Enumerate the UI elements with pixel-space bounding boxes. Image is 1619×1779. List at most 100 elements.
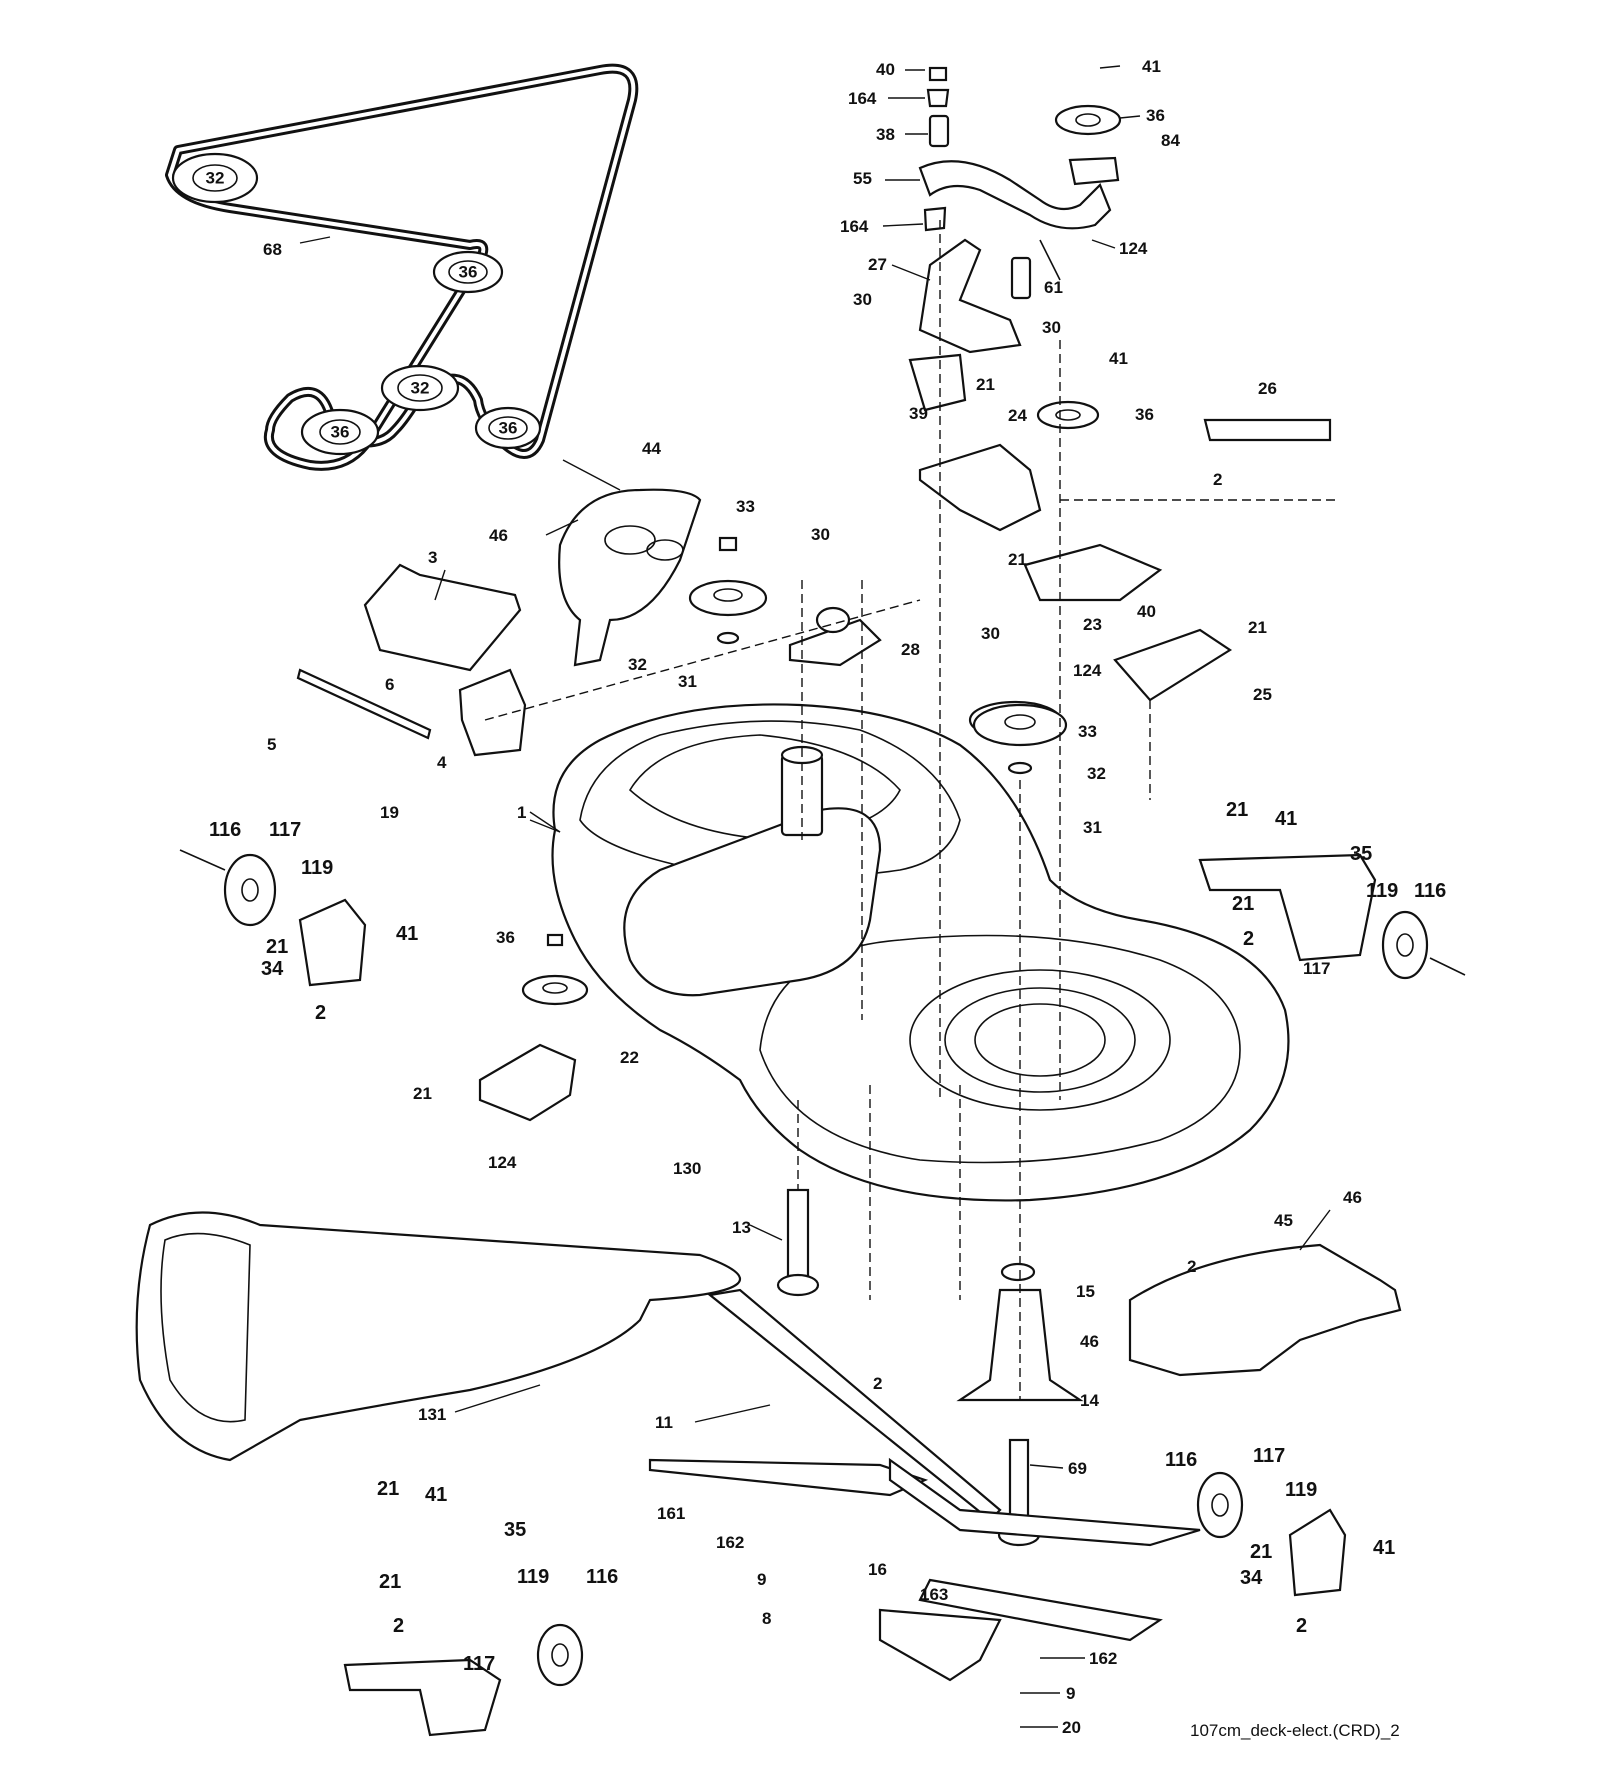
callout: 119 bbox=[1366, 880, 1398, 902]
left-pulley bbox=[688, 536, 768, 645]
callout: 31 bbox=[1083, 818, 1102, 837]
callout: 14 bbox=[1080, 1391, 1099, 1410]
gauge-wheel-left-lower bbox=[343, 1623, 584, 1737]
bracket-4 bbox=[458, 668, 527, 757]
callout: 117 bbox=[269, 819, 301, 841]
pulley-cover bbox=[558, 488, 702, 667]
callout: 40 bbox=[876, 60, 895, 79]
callout: 35 bbox=[504, 1519, 526, 1541]
callout: 30 bbox=[853, 290, 872, 309]
callout: 2 bbox=[1187, 1257, 1196, 1276]
callout: 16 bbox=[868, 1560, 887, 1579]
callout: 2 bbox=[1243, 928, 1254, 950]
callout: 41 bbox=[1275, 808, 1297, 830]
drive-belt: 32 36 36 32 36 68 bbox=[165, 63, 639, 471]
callout: 34 bbox=[261, 958, 284, 980]
callout: 161 bbox=[657, 1504, 685, 1523]
callout: 41 bbox=[425, 1484, 447, 1506]
gauge-wheel-right-lower bbox=[1196, 1471, 1347, 1597]
leader-lines bbox=[434, 65, 1331, 1728]
callout: 36 bbox=[1135, 405, 1154, 424]
belt-callout: 68 bbox=[263, 240, 282, 259]
blade-11 bbox=[648, 1288, 1002, 1522]
callout: 46 bbox=[1080, 1332, 1099, 1351]
callout: 117 bbox=[1253, 1445, 1285, 1467]
callout: 8 bbox=[762, 1609, 771, 1628]
callout: 40 bbox=[1137, 602, 1156, 621]
mower-deck bbox=[529, 703, 1290, 1202]
gauge-wheel-left-upper bbox=[179, 849, 367, 987]
spindle-13 bbox=[776, 1188, 820, 1297]
pulley-label: 32 bbox=[411, 379, 430, 398]
blade-guard bbox=[1128, 1243, 1402, 1377]
bracket-28 bbox=[788, 606, 882, 667]
pulley-label: 36 bbox=[331, 423, 350, 442]
callout: 21 bbox=[1008, 550, 1027, 569]
callout: 41 bbox=[1142, 57, 1161, 76]
callout: 2 bbox=[873, 1374, 882, 1393]
callout: 39 bbox=[909, 404, 928, 423]
callout: 41 bbox=[1373, 1537, 1395, 1559]
callout: 2 bbox=[315, 1002, 326, 1024]
callout: 32 bbox=[628, 655, 647, 674]
bracket-22 bbox=[478, 1043, 577, 1122]
callout: 30 bbox=[1042, 318, 1061, 337]
belt-pulley-36-left: 36 bbox=[300, 408, 380, 456]
callout: 1 bbox=[517, 803, 526, 822]
discharge-chute bbox=[135, 1211, 741, 1462]
left-idler bbox=[521, 933, 589, 1006]
pulley-label: 36 bbox=[459, 263, 478, 282]
belt-pulley-36-mid: 36 bbox=[432, 250, 504, 294]
callout: 69 bbox=[1068, 1459, 1087, 1478]
callout: 131 bbox=[418, 1405, 446, 1424]
callout: 21 bbox=[1250, 1541, 1272, 1563]
callout: 119 bbox=[517, 1566, 549, 1588]
callout: 61 bbox=[1044, 278, 1063, 297]
callout: 9 bbox=[757, 1570, 766, 1589]
callout: 33 bbox=[736, 497, 755, 516]
callout: 31 bbox=[678, 672, 697, 691]
callout: 44 bbox=[642, 439, 661, 458]
callout: 6 bbox=[385, 675, 394, 694]
belt-pulley-32-center: 32 bbox=[380, 364, 460, 412]
callout-labels: 40 41 164 36 38 84 55 164 124 61 27 30 3… bbox=[209, 57, 1446, 1737]
callout: 15 bbox=[1076, 1282, 1095, 1301]
callout: 35 bbox=[1350, 843, 1372, 865]
belt-pulley-32-top: 32 bbox=[171, 152, 259, 204]
callout: 28 bbox=[901, 640, 920, 659]
alignment-lines bbox=[484, 220, 1340, 1400]
callout: 124 bbox=[488, 1153, 517, 1172]
callout: 27 bbox=[868, 255, 887, 274]
callout: 21 bbox=[976, 375, 995, 394]
callout: 163 bbox=[920, 1585, 948, 1604]
callout: 164 bbox=[840, 217, 869, 236]
pulley-label: 32 bbox=[206, 169, 225, 188]
callout: 24 bbox=[1008, 406, 1027, 425]
callout: 30 bbox=[981, 624, 1000, 643]
callout: 2 bbox=[1213, 470, 1222, 489]
callout: 119 bbox=[301, 857, 333, 879]
callout: 21 bbox=[379, 1571, 401, 1593]
callout: 25 bbox=[1253, 685, 1272, 704]
callout: 23 bbox=[1083, 615, 1102, 634]
callout: 21 bbox=[1232, 893, 1254, 915]
drawing-reference-caption: 107cm_deck-elect.(CRD)_2 bbox=[1190, 1721, 1400, 1740]
callout: 164 bbox=[848, 89, 877, 108]
callout: 46 bbox=[489, 526, 508, 545]
callout: 5 bbox=[267, 735, 276, 754]
callout: 2 bbox=[1296, 1615, 1307, 1637]
callout: 124 bbox=[1073, 661, 1102, 680]
callout: 21 bbox=[377, 1478, 399, 1500]
callout: 36 bbox=[496, 928, 515, 947]
callout: 30 bbox=[811, 525, 830, 544]
callout: 32 bbox=[1087, 764, 1106, 783]
callout: 26 bbox=[1258, 379, 1277, 398]
callout: 46 bbox=[1343, 1188, 1362, 1207]
blade-163 bbox=[878, 1608, 1002, 1682]
callout: 162 bbox=[716, 1533, 744, 1552]
right-pulley bbox=[972, 703, 1068, 775]
pulley-label: 36 bbox=[499, 419, 518, 438]
callout: 21 bbox=[413, 1084, 432, 1103]
idler-arm-assembly bbox=[908, 66, 1332, 740]
bracket-3 bbox=[363, 563, 522, 672]
